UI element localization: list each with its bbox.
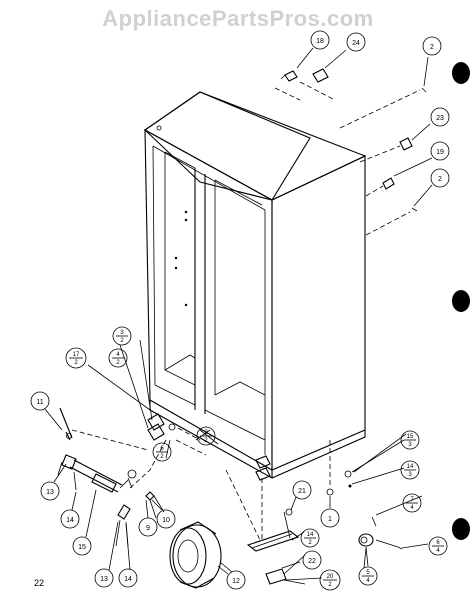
svg-text:9: 9 <box>146 525 150 532</box>
svg-text:5: 5 <box>366 570 370 576</box>
svg-text:13: 13 <box>100 576 108 583</box>
top-parts <box>274 47 433 236</box>
svg-text:7: 7 <box>410 497 414 503</box>
binder-hole-top <box>452 62 470 84</box>
svg-text:1: 1 <box>328 516 332 523</box>
callout-13-bottom: 13 <box>94 568 114 588</box>
callout-11: 11 <box>30 391 50 411</box>
svg-text:3: 3 <box>408 442 412 448</box>
callout-2-2: 2 2 <box>196 426 216 446</box>
callout-14-bottom: 14 <box>118 568 138 588</box>
svg-text:23: 23 <box>436 115 444 122</box>
callout-9: 9 <box>138 517 158 537</box>
callout-22: 22 <box>302 550 322 570</box>
callout-6-2: 6 2 <box>152 442 172 462</box>
svg-text:17: 17 <box>73 352 80 358</box>
svg-text:4: 4 <box>366 578 370 584</box>
callout-15-3: 15 3 <box>400 430 420 450</box>
svg-text:10: 10 <box>162 517 170 524</box>
svg-text:4: 4 <box>410 505 414 511</box>
svg-text:2: 2 <box>204 438 208 444</box>
svg-text:14: 14 <box>307 532 314 538</box>
svg-text:2: 2 <box>160 454 164 460</box>
callout-14-left: 14 <box>60 509 80 529</box>
callout-2-top: 2 <box>422 36 442 56</box>
callout-13-left: 13 <box>40 481 60 501</box>
callout-2-mid: 2 <box>430 168 450 188</box>
callout-14-2: 14 2 <box>300 528 320 548</box>
svg-text:24: 24 <box>352 40 360 47</box>
callout-14-3: 14 3 <box>400 460 420 480</box>
svg-text:15: 15 <box>78 544 86 551</box>
svg-text:14: 14 <box>124 576 132 583</box>
callout-3-2: 3 2 <box>112 326 132 346</box>
callout-24: 24 <box>346 32 366 52</box>
svg-text:18: 18 <box>316 38 324 45</box>
leader-lines <box>44 408 407 581</box>
callout-23: 23 <box>430 107 450 127</box>
svg-text:2: 2 <box>74 360 78 366</box>
svg-text:3: 3 <box>408 472 412 478</box>
svg-text:2: 2 <box>204 430 208 436</box>
callout-7-4: 7 4 <box>402 493 422 513</box>
callouts: 18 24 2 23 19 2 3 2 <box>30 30 450 591</box>
page-number: 22 <box>34 578 45 588</box>
svg-text:2: 2 <box>430 44 434 51</box>
svg-text:14: 14 <box>407 464 414 470</box>
svg-text:15: 15 <box>407 434 414 440</box>
binder-hole-middle <box>452 290 470 312</box>
svg-text:14: 14 <box>66 517 74 524</box>
cabinet <box>143 91 367 479</box>
svg-text:2: 2 <box>308 540 312 546</box>
callout-6-4: 6 4 <box>428 536 448 556</box>
svg-text:2: 2 <box>328 582 332 588</box>
svg-text:19: 19 <box>436 149 444 156</box>
svg-text:4: 4 <box>116 352 120 358</box>
callout-5-4: 5 4 <box>358 566 378 586</box>
callout-17-2: 17 2 <box>65 347 87 369</box>
svg-text:3: 3 <box>120 330 124 336</box>
callout-4-2: 4 2 <box>108 348 128 368</box>
svg-text:20: 20 <box>327 574 334 580</box>
svg-text:12: 12 <box>232 578 240 585</box>
svg-text:6: 6 <box>160 446 164 452</box>
binder-hole-bottom <box>452 518 470 540</box>
svg-text:4: 4 <box>436 548 440 554</box>
callout-18: 18 <box>310 30 330 50</box>
svg-text:13: 13 <box>46 489 54 496</box>
callout-21: 21 <box>292 480 312 500</box>
svg-text:11: 11 <box>36 399 43 406</box>
svg-text:22: 22 <box>308 558 316 565</box>
callout-1: 1 <box>320 508 340 528</box>
svg-text:2: 2 <box>116 360 120 366</box>
svg-text:2: 2 <box>120 338 124 344</box>
lower-left-parts <box>57 339 219 547</box>
watermark: AppliancePartsPros.com <box>102 6 374 31</box>
svg-text:21: 21 <box>298 488 306 495</box>
callout-10: 10 <box>156 509 176 529</box>
svg-text:6: 6 <box>436 540 440 546</box>
callout-15: 15 <box>72 536 92 556</box>
callout-12: 12 <box>226 570 246 590</box>
callout-19: 19 <box>430 141 450 161</box>
svg-text:2: 2 <box>438 176 442 183</box>
lower-right-parts <box>169 439 429 589</box>
callout-20-2: 20 2 <box>319 569 341 591</box>
